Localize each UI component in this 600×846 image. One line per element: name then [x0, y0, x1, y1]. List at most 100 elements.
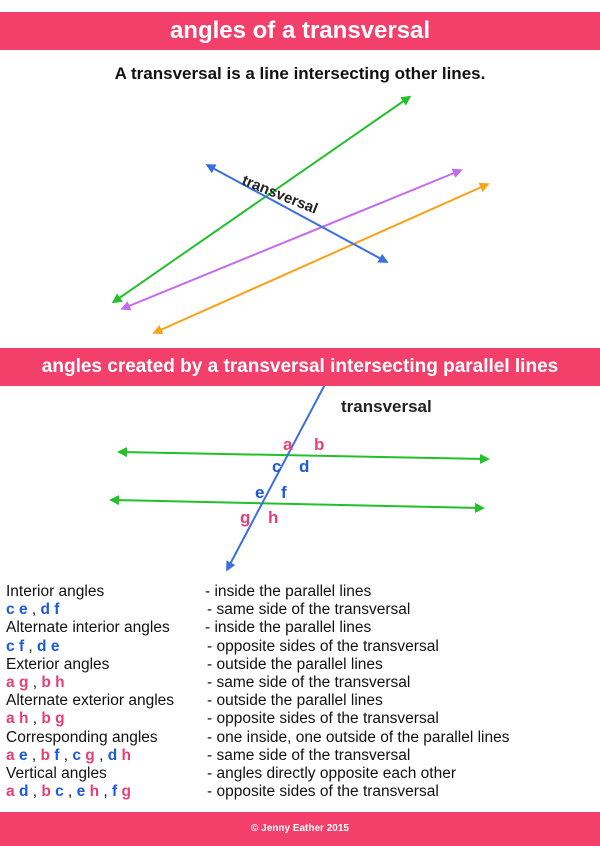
angle-description: - angles directly opposite each other: [207, 764, 457, 782]
angle-type-row: Alternate exterior angles - outside the p…: [6, 692, 600, 710]
transversal-line: [205, 164, 389, 263]
pair-separator: ,: [28, 783, 42, 801]
angle-letter: e: [18, 746, 28, 764]
angle-description: - opposite sides of the transversal: [207, 783, 439, 801]
angle-letter: b: [40, 746, 50, 764]
angle-description: - same side of the transversal: [207, 746, 411, 764]
intro-text: A transversal is a line intersecting oth…: [114, 64, 486, 83]
angle-letter: h: [18, 710, 29, 728]
pair-separator: ,: [28, 673, 42, 691]
angle-letter: d: [18, 783, 29, 801]
angle-description: - opposite sides of the transversal: [207, 637, 439, 655]
pair-separator: ,: [27, 601, 41, 619]
angle-letter: g: [85, 746, 95, 764]
angle-letter: a: [6, 783, 15, 801]
pair-separator: ,: [59, 746, 73, 764]
angle-description: - outside the parallel lines: [207, 655, 383, 673]
angle-letter: a: [6, 710, 15, 728]
angle-description: - inside the parallel lines: [205, 619, 372, 637]
angle-letter: g: [55, 710, 65, 728]
angle-label-h: h: [268, 508, 278, 527]
angle-letter: e: [76, 783, 86, 801]
angle-type-row: Corresponding angles - one inside, one ou…: [6, 729, 600, 747]
angle-letter: h: [121, 746, 131, 764]
angle-type-name: Alternate exterior angles: [6, 692, 175, 710]
angle-label-b: b: [314, 435, 324, 454]
transversal-diagram: transversal: [111, 95, 490, 335]
angle-type-name: Interior angles: [6, 583, 105, 600]
angle-letter: f: [18, 637, 25, 655]
pair-separator: ,: [99, 783, 112, 801]
parallel-lines-diagram: transversal a b c d e f g h: [109, 386, 490, 572]
angle-letter: h: [89, 783, 100, 801]
angle-description: - same side of the transversal: [207, 673, 411, 691]
angle-label-c: c: [272, 457, 281, 476]
angle-letter: g: [121, 783, 131, 801]
pair-separator: ,: [94, 746, 108, 764]
angle-letter: e: [50, 637, 60, 655]
angle-pairs-row: a e , b f , c g , d h - same side of the …: [6, 747, 600, 765]
angle-letter: f: [54, 601, 60, 619]
angle-letter: a: [6, 673, 15, 691]
green-line: [111, 95, 412, 304]
angle-type-row: Vertical angles- angles directly opposit…: [6, 765, 600, 783]
angle-label-e: e: [255, 483, 264, 502]
angle-pairs: a d , b c , e h , f g: [6, 783, 131, 801]
angle-letter: c: [72, 746, 81, 764]
angle-label-a: a: [283, 435, 293, 454]
angle-description: - one inside, one outside of the paralle…: [207, 728, 510, 746]
section-title: angles created by a transversal intersec…: [41, 356, 559, 377]
angle-pairs: c e , d f: [6, 601, 59, 619]
angle-pairs-row: c e , d f - same side of the transversal: [6, 601, 600, 619]
orange-line: [152, 182, 490, 335]
angle-letter: a: [6, 746, 15, 764]
angle-type-row: Exterior angles - outside the parallel li…: [6, 656, 600, 674]
pair-separator: ,: [24, 637, 38, 655]
section-banner: angles created by a transversal intersec…: [0, 348, 600, 386]
title-banner: angles of a transversal: [0, 12, 600, 50]
angle-definitions-list: Interior angles - inside the parallel lin…: [6, 583, 600, 801]
angle-type-name: Alternate interior angles: [6, 619, 170, 637]
angle-letter: f: [54, 746, 60, 764]
angle-description: - opposite sides of the transversal: [207, 710, 439, 728]
page-title: angles of a transversal: [169, 17, 431, 44]
angle-letter: d: [40, 601, 50, 619]
angle-type-name: Corresponding angles: [6, 728, 158, 746]
angle-pairs-row: c f , d e - opposite sides of the transve…: [6, 638, 600, 656]
angle-type-name: Exterior angles: [6, 655, 110, 673]
angle-label-g: g: [240, 508, 250, 527]
angle-letter: b: [41, 710, 51, 728]
angle-description: - outside the parallel lines: [207, 692, 383, 710]
angle-label-d: d: [299, 457, 309, 476]
angle-letter: d: [107, 746, 118, 764]
angle-pairs: c f , d e: [6, 638, 59, 656]
copyright-text: © Jenny Eather 2015: [251, 823, 349, 834]
angle-type-row: Alternate interior angles - inside the pa…: [6, 619, 600, 637]
angle-pairs-row: a d , b c , e h , f g - opposite sides of…: [6, 783, 600, 801]
angle-pairs: a e , b f , c g , d h: [6, 747, 131, 765]
angle-pairs: a g , b h: [6, 674, 65, 692]
parallel-line-lower: [109, 495, 485, 513]
angle-type-row: Interior angles- inside the parallel lin…: [6, 583, 600, 601]
pair-separator: ,: [27, 746, 41, 764]
pair-separator: ,: [28, 710, 42, 728]
angle-letter: g: [18, 673, 29, 691]
transversal-line: [226, 386, 333, 572]
angle-description: - same side of the transversal: [207, 601, 411, 619]
transversal-label: transversal: [240, 172, 321, 218]
angle-label-f: f: [281, 483, 287, 502]
angle-letter: c: [6, 601, 15, 619]
angle-letter: f: [111, 783, 118, 801]
angle-letter: c: [6, 637, 15, 655]
angle-letter: b: [41, 673, 51, 691]
angle-pairs-row: a g , b h - same side of the transversal: [6, 674, 600, 692]
angle-letter: c: [55, 783, 64, 801]
angle-letter: b: [41, 783, 51, 801]
angle-pairs: a h , b g: [6, 710, 65, 728]
angle-letter: d: [37, 637, 47, 655]
transversal-label: transversal: [341, 397, 432, 416]
pair-separator: ,: [63, 783, 77, 801]
footer-bar: © Jenny Eather 2015: [0, 812, 600, 846]
angle-pairs-row: a h , b g - opposite sides of the transve…: [6, 710, 600, 728]
angle-letter: e: [18, 601, 28, 619]
